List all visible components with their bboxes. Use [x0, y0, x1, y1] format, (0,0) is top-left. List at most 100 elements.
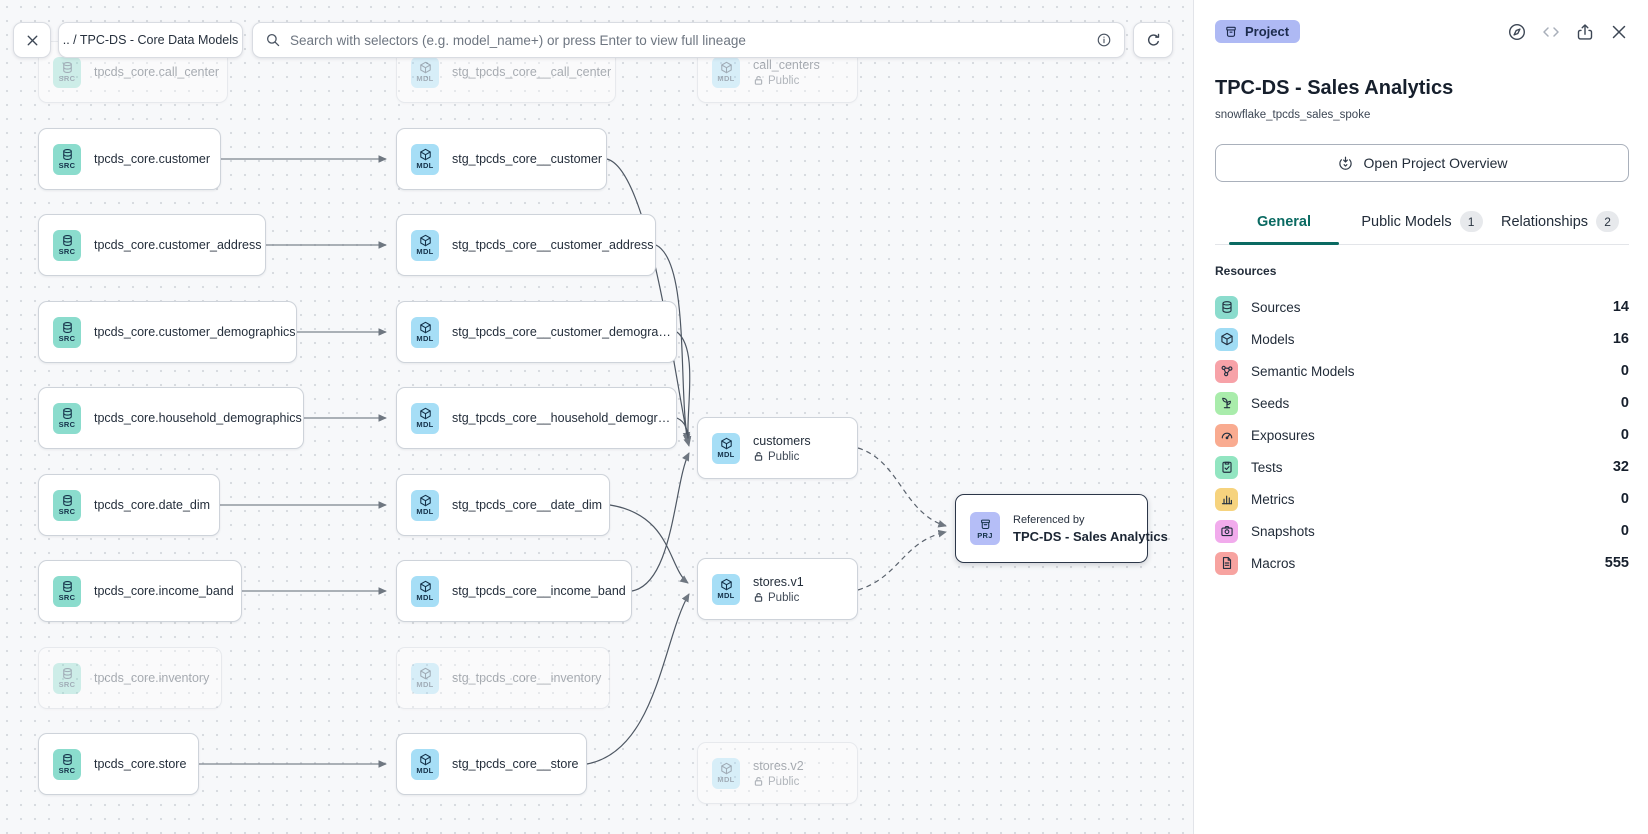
model-node-icon: MDL — [411, 229, 439, 261]
project-node-icon: PRJ — [970, 512, 1000, 545]
node-label: tpcds_core.customer_address — [94, 238, 262, 252]
tab-label: Relationships — [1500, 213, 1589, 230]
source-node-icon: SRC — [53, 56, 81, 88]
project-details-panel: Project TPC-DS - Sales Analytics snowfla… — [1193, 0, 1648, 834]
overview-button-label: Open Project Overview — [1363, 155, 1508, 171]
node-label: call_centers — [753, 57, 820, 72]
seedling-icon — [1215, 391, 1238, 415]
node-label: tpcds_core.date_dim — [94, 498, 211, 512]
model-node-icon: MDL — [712, 757, 740, 789]
node-text: tpcds_core.customer_address — [94, 238, 261, 252]
close-icon — [27, 35, 37, 45]
node-text: call_centers Public — [753, 58, 820, 87]
node-label: tpcds_core.income_band — [94, 584, 234, 598]
gauge-icon — [1215, 423, 1238, 447]
node-text: tpcds_core.inventory — [94, 671, 209, 685]
node-access-badge: Public — [753, 75, 820, 87]
node-label: stg_tpcds_core__inventory — [452, 671, 602, 685]
referenced-by-label: Referenced by — [1013, 513, 1085, 526]
close-panel-icon[interactable] — [1609, 22, 1629, 42]
info-icon[interactable] — [1096, 32, 1112, 48]
open-project-overview-button[interactable]: Open Project Overview — [1215, 144, 1629, 182]
resource-name: Sources — [1251, 299, 1301, 315]
node-text: tpcds_core.date_dim — [94, 498, 210, 512]
search-bar[interactable] — [252, 22, 1125, 58]
node-label: stg_tpcds_core__date_dim — [452, 498, 603, 512]
lineage-node-src_date_dim[interactable]: SRC tpcds_core.date_dim — [38, 474, 220, 536]
database-icon — [1215, 295, 1238, 319]
project-type-badge: Project — [1215, 20, 1301, 43]
source-node-icon: SRC — [53, 316, 81, 348]
tab-label: General — [1257, 213, 1311, 230]
resource-count: 14 — [1612, 299, 1629, 315]
node-text: tpcds_core.income_band — [94, 584, 234, 598]
resource-name: Seeds — [1251, 395, 1290, 411]
resource-count: 0 — [1620, 363, 1629, 379]
resource-row-sources[interactable]: Sources 14 — [1215, 291, 1629, 323]
close-lineage-button[interactable] — [13, 22, 51, 58]
search-input[interactable] — [290, 32, 1087, 48]
unlock-icon — [753, 592, 764, 603]
unlock-icon — [753, 75, 764, 86]
source-node-icon: SRC — [53, 662, 81, 694]
unlock-icon — [753, 451, 764, 462]
source-node-icon: SRC — [53, 748, 81, 780]
share-icon[interactable] — [1575, 22, 1595, 42]
badge-label: Project — [1245, 24, 1290, 39]
node-text: stg_tpcds_core__customer_demogra… — [452, 325, 671, 339]
model-node-icon: MDL — [411, 143, 439, 175]
resource-name: Snapshots — [1251, 523, 1315, 539]
tab-general[interactable]: General — [1215, 202, 1353, 245]
camera-icon — [1215, 519, 1238, 543]
code-icon[interactable] — [1541, 22, 1561, 42]
source-node-icon: SRC — [53, 489, 81, 521]
bar-chart-icon — [1215, 487, 1238, 511]
explore-compass-icon[interactable] — [1507, 22, 1527, 42]
page-title: TPC-DS - Sales Analytics — [1215, 77, 1454, 99]
breadcrumb[interactable]: .. / TPC-DS - Core Data Models — [58, 22, 243, 58]
source-node-icon: SRC — [53, 402, 81, 434]
lineage-node-stg_customer_address[interactable]: MDL stg_tpcds_core__customer_address — [396, 214, 656, 276]
node-label: stores.v1 — [753, 574, 804, 589]
model-node-icon: MDL — [712, 432, 740, 464]
resource-name: Macros — [1251, 555, 1296, 571]
resource-name: Tests — [1251, 459, 1283, 475]
resource-row-macros[interactable]: Macros 555 — [1215, 547, 1629, 579]
resource-count: 555 — [1604, 555, 1629, 571]
node-text: tpcds_core.customer — [94, 152, 210, 166]
refresh-lineage-button[interactable] — [1133, 22, 1173, 58]
resources-heading: Resources — [1215, 264, 1277, 278]
lineage-node-src_inventory[interactable]: SRC tpcds_core.inventory — [38, 647, 222, 709]
node-text: stg_tpcds_core__customer_address — [452, 238, 654, 252]
